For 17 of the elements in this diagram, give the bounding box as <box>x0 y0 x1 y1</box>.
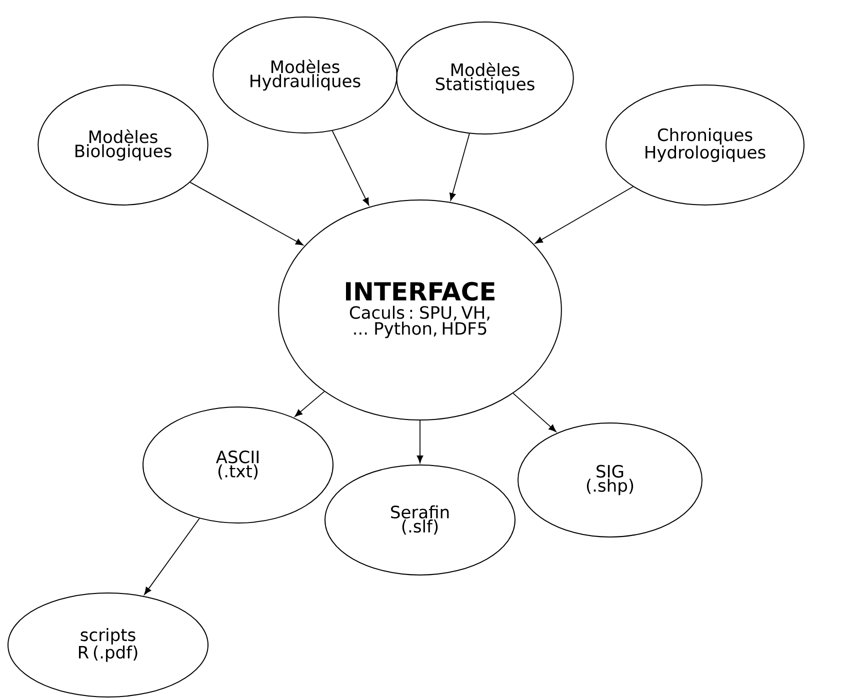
arrow <box>332 130 370 206</box>
ellipse-node: SIG (.shp) <box>518 422 702 538</box>
ellipse-node: Serafin (.slf) <box>324 464 516 576</box>
arrow <box>512 392 556 432</box>
arrow <box>144 518 200 595</box>
arrow <box>190 182 304 246</box>
arrow <box>450 133 470 201</box>
ellipse-node: scripts R (.pdf) <box>8 592 208 698</box>
arrow <box>294 391 325 417</box>
arrow <box>416 420 424 464</box>
ellipse-node: Modèles Statistiques <box>396 22 574 134</box>
ellipse-node: Modèles Biologiques <box>38 84 208 206</box>
ellipse-node: Modèles Hydrauliques <box>212 16 398 134</box>
ellipse-node: Chroniques Hydrologiques <box>606 84 804 206</box>
ellipse-node: ASCII (.txt) <box>142 406 334 524</box>
ellipse-node: INTERFACE Caculs : SPU, VH, ... Python, HDF5 <box>278 200 562 420</box>
arrow <box>535 186 634 244</box>
